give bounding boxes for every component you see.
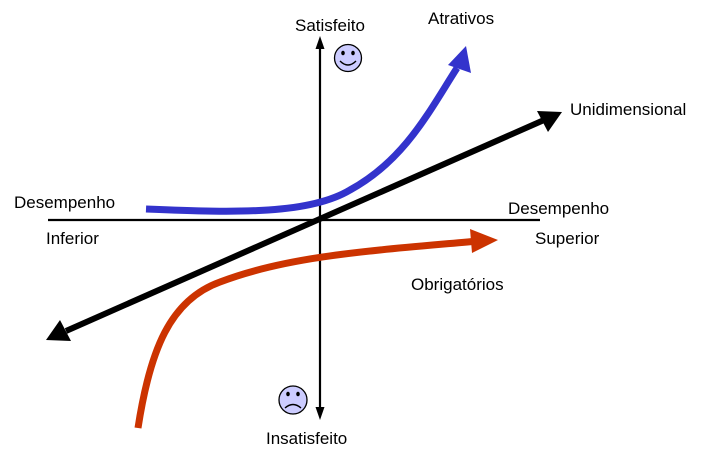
performance-high-label-line2: Superior: [535, 229, 600, 248]
attractive-label: Atrativos: [428, 9, 495, 28]
must-be-curve: [134, 229, 498, 429]
one-dimensional-line: [46, 111, 562, 341]
satisfied-label: Satisfeito: [295, 16, 365, 35]
dissatisfied-label: Insatisfeito: [266, 429, 348, 448]
one-dimensional-label: Unidimensional: [570, 100, 687, 119]
performance-high-label-line1: Desempenho: [508, 199, 610, 218]
satisfaction-axis: [315, 36, 325, 420]
performance-low-label-line1: Desempenho: [14, 193, 116, 212]
sad-face-icon: [278, 385, 308, 415]
must-be-label: Obrigatórios: [411, 275, 504, 294]
performance-low-label-line2: Inferior: [46, 229, 99, 248]
smiley-face-icon: [333, 43, 363, 73]
attractive-curve: [145, 46, 471, 215]
